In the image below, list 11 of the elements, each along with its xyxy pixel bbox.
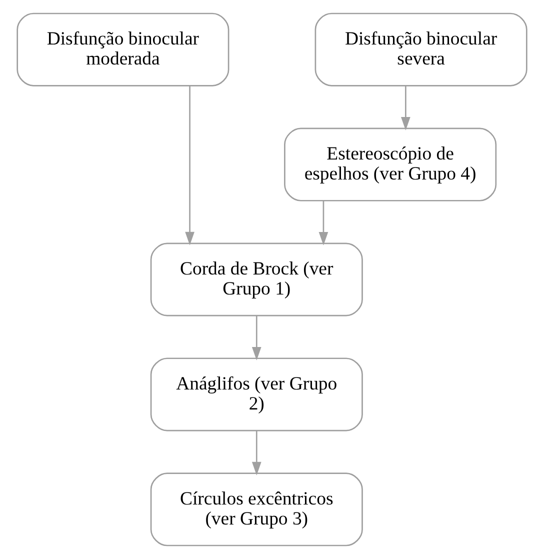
node-box: Estereoscópio de espelhos (ver Grupo 4) [284,128,497,202]
node-box: Disfunção binocular severa [314,12,528,86]
node-box: Corda de Brock (ver Grupo 1) [150,242,363,316]
node-box: Anáglifos (ver Grupo 2) [150,358,363,432]
node-box: Disfunção binocular moderada [16,12,230,86]
node-box: Círculos excêntricos (ver Grupo 3) [150,472,363,546]
arrow [318,200,328,246]
arrow [185,86,194,246]
arrow [252,430,262,476]
arrow [252,316,262,360]
arrow [401,86,410,130]
